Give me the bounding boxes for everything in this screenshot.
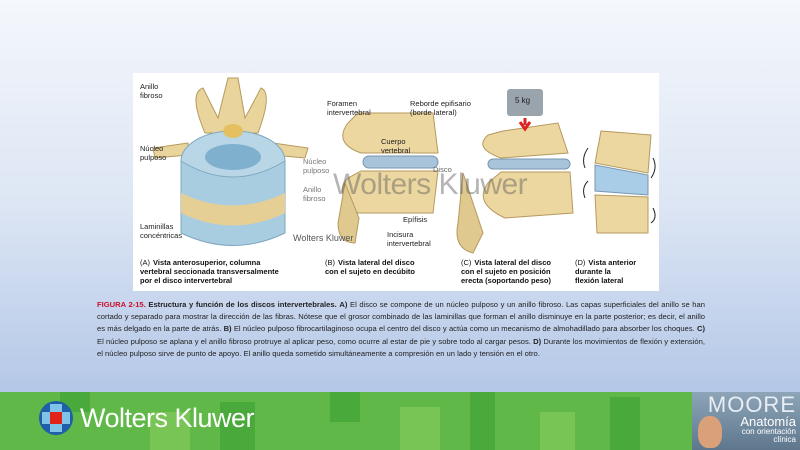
book-badge: MOORE Anatomía con orientación clínica (692, 392, 800, 450)
arrow-down-icon (518, 118, 532, 132)
caption-letter: (C) (461, 258, 472, 267)
book-title: MOORE (707, 392, 796, 417)
label-cuerpo-vertebral: Cuerpo vertebral (381, 137, 411, 155)
label-laminillas: Laminillas concéntricas (140, 222, 183, 240)
part-a-text: El disco se compone de un núcleo pulposo… (97, 300, 705, 334)
part-d-text: Durante los movimientos de flexión y ext… (97, 336, 705, 358)
figure-title: Estructura y función de los discos inter… (148, 300, 337, 309)
watermark: Wolters Kluwer (333, 168, 528, 201)
part-b-label: B) (223, 324, 232, 334)
caption-a: (A)Vista anterosuperior, columna vertebr… (140, 258, 279, 285)
caption-letter: (D) (575, 258, 586, 267)
wolters-kluwer-logo-icon (39, 401, 73, 435)
part-c-label: C) (696, 324, 705, 334)
label-nucleo-pulposo: Núcleo pulposo (140, 144, 167, 162)
part-c-text: El núcleo pulposo se aplana y el anillo … (97, 336, 531, 346)
disc-d (594, 164, 649, 196)
rotation-arrows-icon (583, 147, 656, 224)
watermark-small: Wolters Kluwer (293, 233, 354, 243)
figure-caption: FIGURA 2-15. Estructura y función de los… (97, 299, 705, 360)
label-anillo-fibroso: Anillo fibroso (140, 82, 163, 100)
label-anillo-fibroso-b: Anillo fibroso (303, 185, 326, 203)
label-nucleo-pulposo-b: Núcleo pulposo (303, 157, 330, 175)
part-b-text: El núcleo pulposo fibrocartilaginoso ocu… (233, 324, 695, 334)
vertebral-body-upper (342, 112, 439, 154)
anatomy-face-icon (698, 416, 722, 448)
spine-illustration (152, 77, 656, 254)
caption-letter: (A) (140, 258, 150, 267)
label-disco: Disco (433, 165, 452, 174)
label-incisura: Incisura intervertebral (387, 230, 431, 248)
book-tagline: con orientación clínica (741, 427, 796, 444)
figure-number: FIGURA 2-15. (97, 300, 146, 309)
vertebra-processes (195, 77, 267, 134)
part-d-label: D) (533, 336, 542, 346)
caption-c: (C)Vista lateral del disco con el sujeto… (461, 258, 552, 285)
book-subtitle: Anatomía (740, 414, 796, 429)
part-a-label: A) (339, 300, 348, 309)
label-reborde: Reborde epifisario (borde lateral) (410, 99, 471, 117)
caption-letter: (B) (325, 258, 335, 267)
weight-icon (507, 89, 543, 116)
label-epifisis: Epífisis (403, 215, 428, 224)
footer-bar: Wolters Kluwer (0, 392, 800, 450)
caption-b: (B)Vista lateral del disco con el sujeto… (325, 258, 416, 276)
disc-c (487, 158, 571, 170)
label-foramen: Foramen intervertebral (327, 99, 371, 117)
figure-illustration: Wolters Kluwer Wolters Kluwer Anillo fib… (133, 73, 659, 291)
disc-b (362, 155, 439, 169)
brand-name: Wolters Kluwer (80, 402, 255, 433)
caption-d: (D)Vista anterior durante la flexión lat… (575, 258, 637, 285)
weight-label: 5 kg (515, 96, 531, 105)
nucleus (205, 144, 261, 170)
brand-logo: Wolters Kluwer (38, 400, 255, 436)
